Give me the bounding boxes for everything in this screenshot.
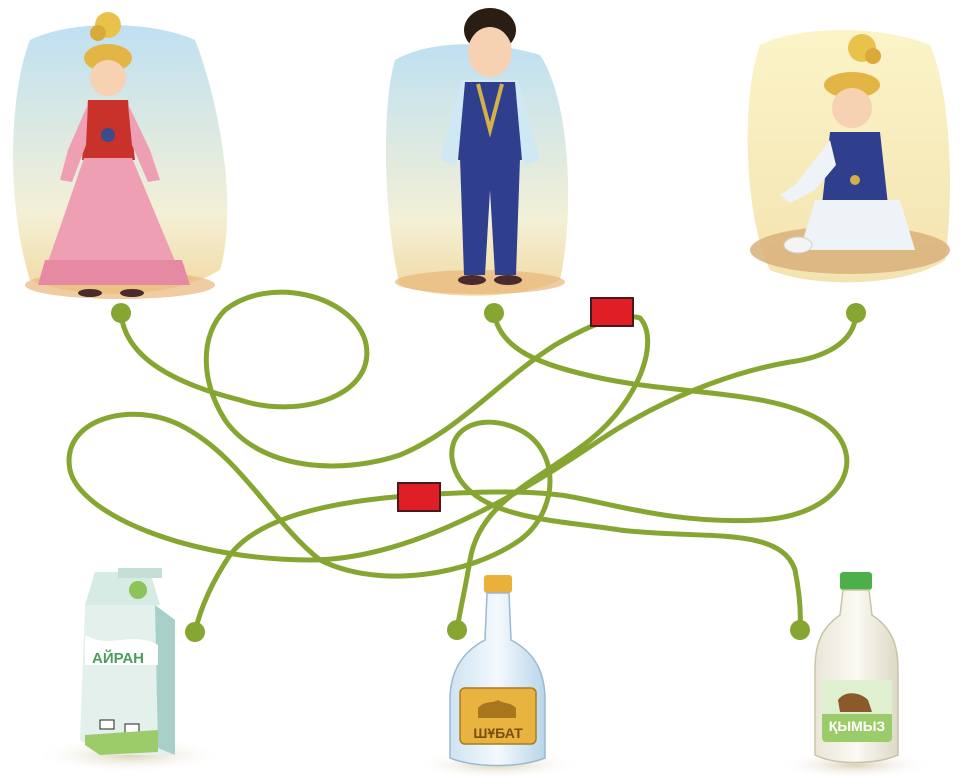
shubat-label: ШҰБАТ xyxy=(473,725,523,741)
end-dot-kymyz[interactable] xyxy=(790,620,810,640)
character-girl-pink-dress xyxy=(13,12,228,299)
character-girl-sitting xyxy=(747,30,950,283)
maze-path-1[interactable] xyxy=(118,289,651,633)
ayran-label: АЙРАН xyxy=(92,649,144,667)
start-dot-girl-pink[interactable] xyxy=(111,303,131,323)
product-kymyz-bottle: ҚЫМЫЗ xyxy=(775,572,935,779)
maze-paths xyxy=(66,289,859,635)
end-dot-ayran[interactable] xyxy=(185,622,205,642)
maze-endpoints xyxy=(111,303,866,642)
character-boy-blue-suit xyxy=(385,8,569,296)
kymyz-label: ҚЫМЫЗ xyxy=(829,718,886,734)
maze-path-3[interactable] xyxy=(66,310,859,633)
start-dot-boy[interactable] xyxy=(484,303,504,323)
product-ayran-carton: АЙРАН xyxy=(35,568,225,773)
start-dot-girl-sitting[interactable] xyxy=(846,303,866,323)
maze-path-2[interactable] xyxy=(192,310,850,635)
end-dot-shubat[interactable] xyxy=(447,620,467,640)
red-marker-middle xyxy=(397,482,441,512)
product-shubat-bottle: ШҰБАТ xyxy=(412,575,582,779)
red-marker-top xyxy=(590,297,634,327)
